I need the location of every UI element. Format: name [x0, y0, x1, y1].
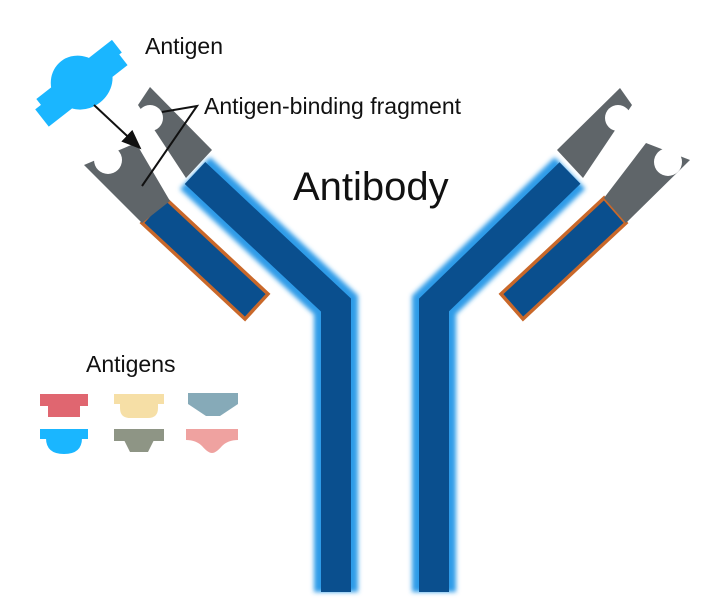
antigens-legend-title: Antigens — [86, 351, 176, 377]
pink-antigen-shape — [186, 429, 238, 453]
binding-arrow — [93, 104, 142, 150]
antibody-label: Antibody — [293, 165, 449, 209]
antigens-legend — [40, 393, 238, 454]
olive-antigen-shape — [114, 429, 164, 452]
steel-antigen-shape — [188, 393, 238, 416]
fab-variable-left-light — [94, 146, 122, 174]
antigen-label: Antigen — [145, 33, 223, 59]
fab-variable-right-light — [654, 148, 682, 176]
tan-antigen-shape — [114, 394, 164, 418]
fab-variable-left-heavy — [137, 87, 212, 178]
heavy-chain-left — [179, 156, 358, 592]
heavy-chain-right — [412, 157, 586, 592]
blue-antigen-shape — [40, 429, 88, 454]
red-antigen-shape — [40, 394, 88, 417]
bound-antigen-body — [36, 39, 122, 112]
fab-variable-right-heavy — [557, 88, 632, 178]
fab-label: Antigen-binding fragment — [204, 93, 462, 119]
fab-pointer-lines — [141, 104, 200, 187]
